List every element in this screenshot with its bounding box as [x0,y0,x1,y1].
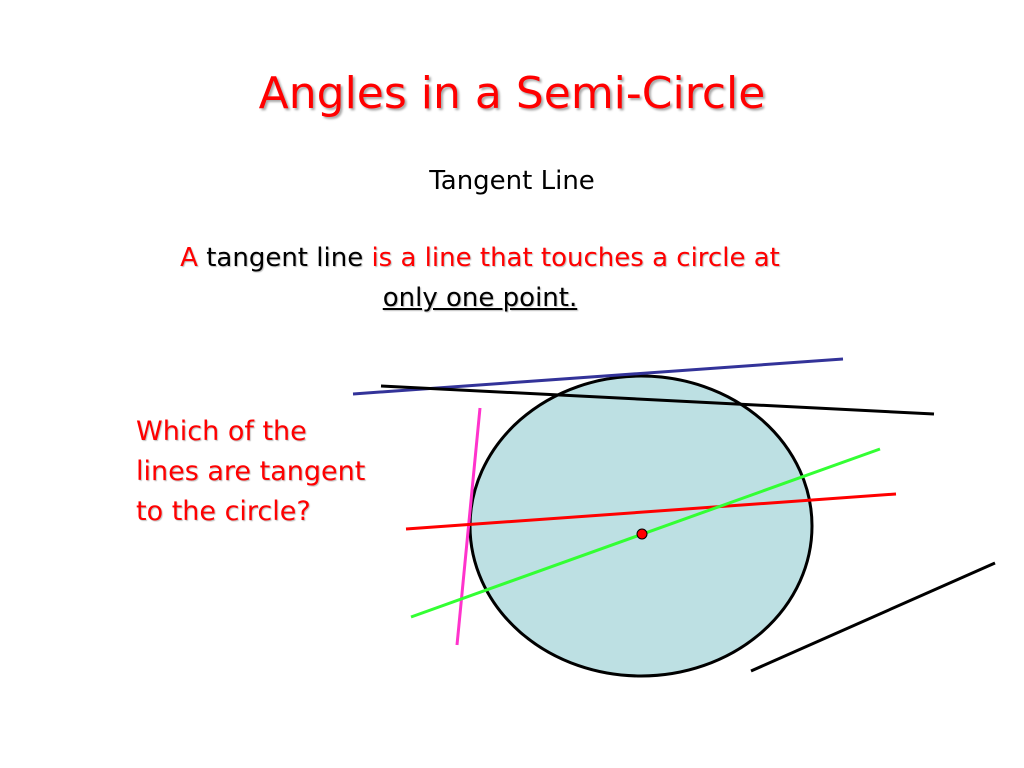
red-secant-line [405,492,897,531]
definition-emphasis: only one point. [382,283,578,313]
definition-text: A tangent line is a line that touches a … [180,238,780,318]
question-text: Which of the lines are tangent to the ci… [136,416,366,527]
slide-subtitle: Tangent Line [429,166,595,196]
circle [468,374,814,678]
definition-part3: is a line that touches a circle at [371,243,780,273]
definition-term: tangent line [206,243,364,273]
black-secant-line [380,384,935,416]
black-outside-line [750,561,996,673]
magenta-line [455,407,482,646]
definition-part1: A [180,243,198,273]
circle-center-dot [636,528,648,540]
slide-title: Angles in a Semi-Circle [258,68,766,119]
